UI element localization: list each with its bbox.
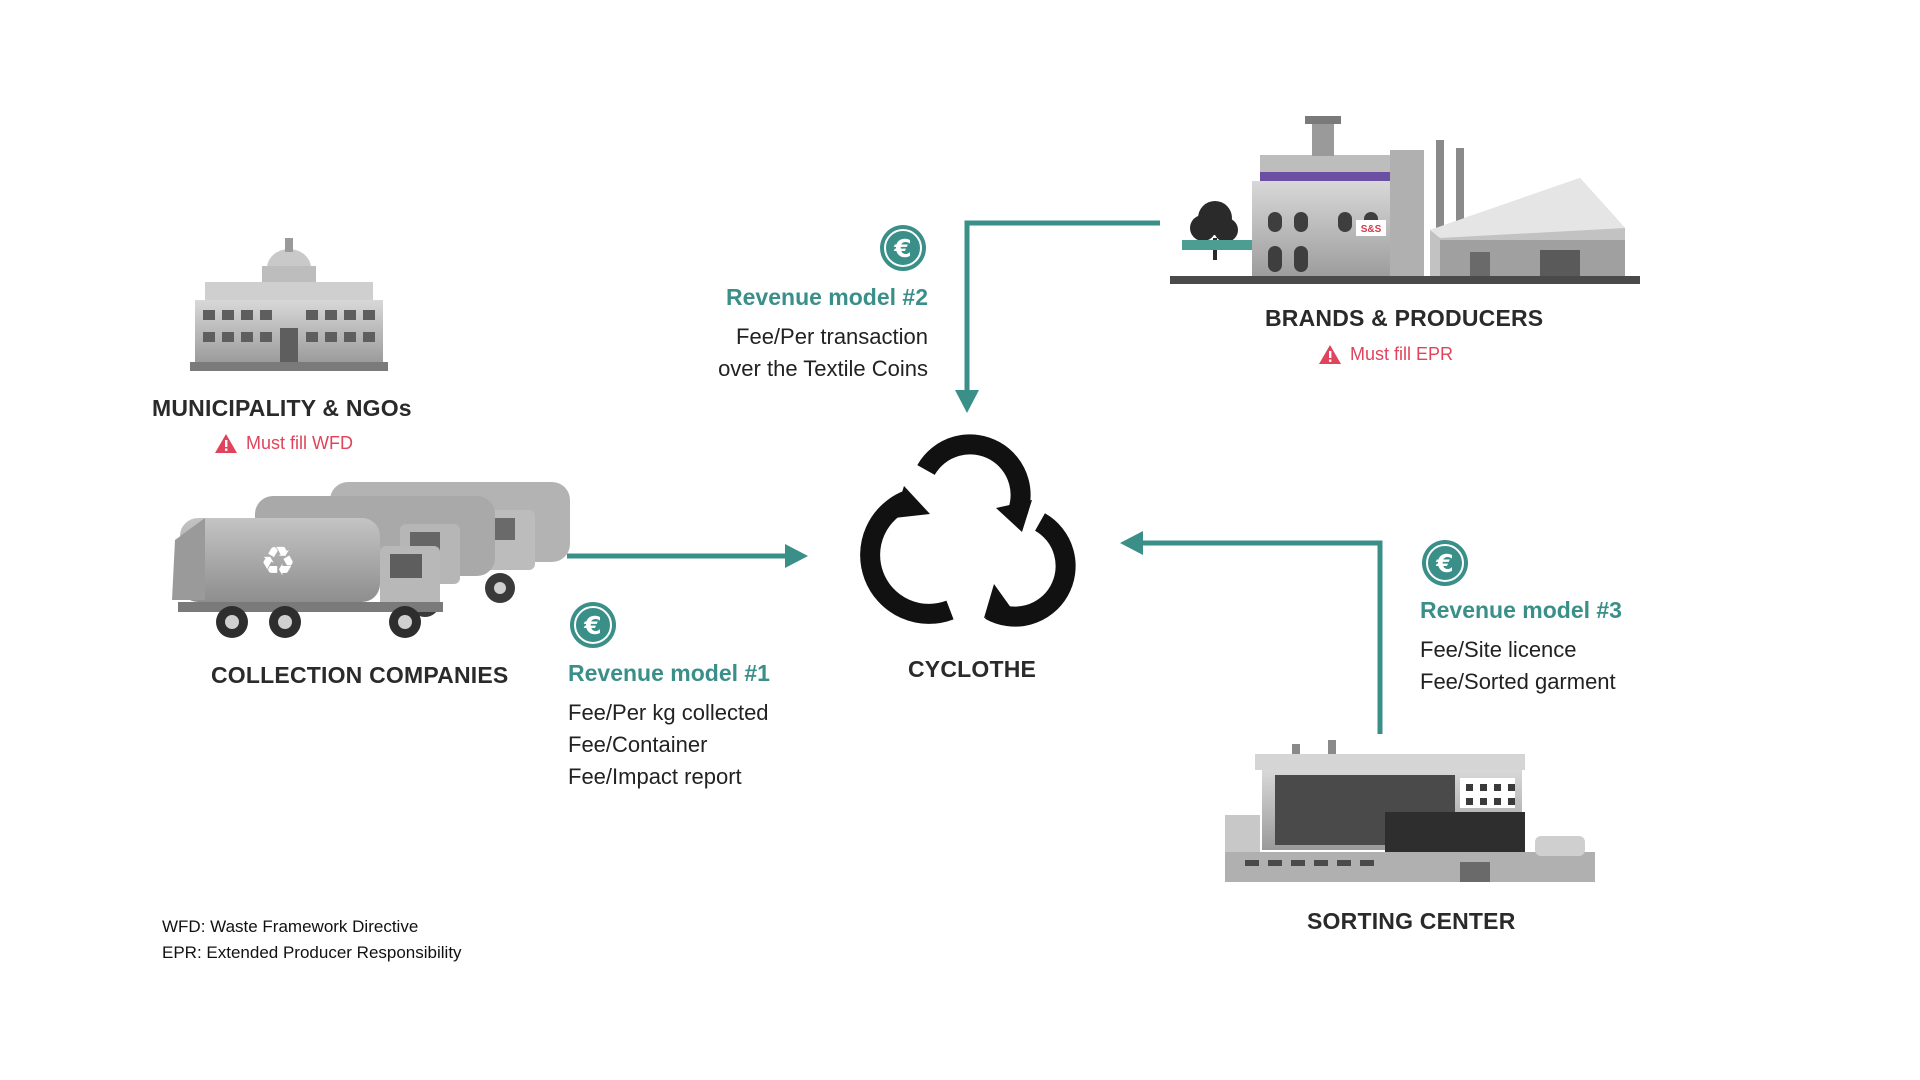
revenue-model-2-title: Revenue model #2	[726, 284, 928, 310]
warning-icon	[215, 434, 237, 453]
euro-coin-icon-2: €	[880, 225, 926, 271]
brands-warning: Must fill EPR	[1318, 344, 1453, 365]
revenue-model-2: Revenue model #2 Fee/Per transaction ove…	[640, 284, 928, 385]
arrow-collection-to-cyclothe	[567, 544, 808, 568]
government-building-icon	[190, 238, 388, 371]
warehouse-icon	[1225, 740, 1595, 882]
svg-text:€: €	[1435, 549, 1453, 578]
brand-sign-text: S&S	[1361, 224, 1382, 235]
municipality-warning: Must fill WFD	[214, 433, 353, 454]
revenue-model-3-line-1: Fee/Site licence	[1420, 637, 1577, 662]
revenue-model-2-line-1: Fee/Per transaction	[736, 324, 928, 349]
sorting-label: SORTING CENTER	[1307, 908, 1516, 934]
revenue-model-3: Revenue model #3 Fee/Site licence Fee/So…	[1420, 597, 1622, 698]
revenue-model-3-title: Revenue model #3	[1420, 597, 1622, 623]
municipality-warning-text: Must fill WFD	[246, 433, 353, 453]
legend-wfd: WFD: Waste Framework Directive	[162, 917, 419, 936]
garbage-trucks-icon: ♻	[172, 482, 570, 638]
arrow-brands-to-cyclothe	[955, 220, 1160, 413]
warning-icon	[1319, 345, 1341, 364]
revenue-model-1-line-1: Fee/Per kg collected	[568, 700, 769, 725]
euro-coin-icon-1: €	[570, 602, 616, 648]
brands-warning-text: Must fill EPR	[1350, 344, 1454, 364]
revenue-model-1-line-3: Fee/Impact report	[568, 764, 742, 789]
arrow-sorting-to-cyclothe	[1120, 531, 1383, 734]
cyclothe-label: CYCLOTHE	[908, 656, 1037, 682]
revenue-model-3-line-2: Fee/Sorted garment	[1420, 669, 1616, 694]
svg-text:♻: ♻	[260, 539, 296, 585]
collection-label: COLLECTION COMPANIES	[211, 662, 509, 688]
abbreviation-legend: WFD: Waste Framework Directive EPR: Exte…	[162, 914, 462, 966]
municipality-label: MUNICIPALITY & NGOs	[152, 395, 412, 421]
svg-text:€: €	[893, 234, 911, 263]
svg-text:€: €	[583, 611, 601, 640]
revenue-model-1: Revenue model #1 Fee/Per kg collected Fe…	[568, 660, 770, 793]
brands-label: BRANDS & PRODUCERS	[1265, 305, 1544, 331]
euro-coin-icon-3: €	[1422, 540, 1468, 586]
factory-icon: S&S	[1170, 116, 1640, 284]
revenue-model-1-line-2: Fee/Container	[568, 732, 708, 757]
legend-epr: EPR: Extended Producer Responsibility	[162, 943, 462, 962]
cyclothe-logo-icon	[860, 434, 1076, 627]
revenue-model-1-title: Revenue model #1	[568, 660, 770, 686]
revenue-model-2-line-2: over the Textile Coins	[718, 356, 928, 381]
